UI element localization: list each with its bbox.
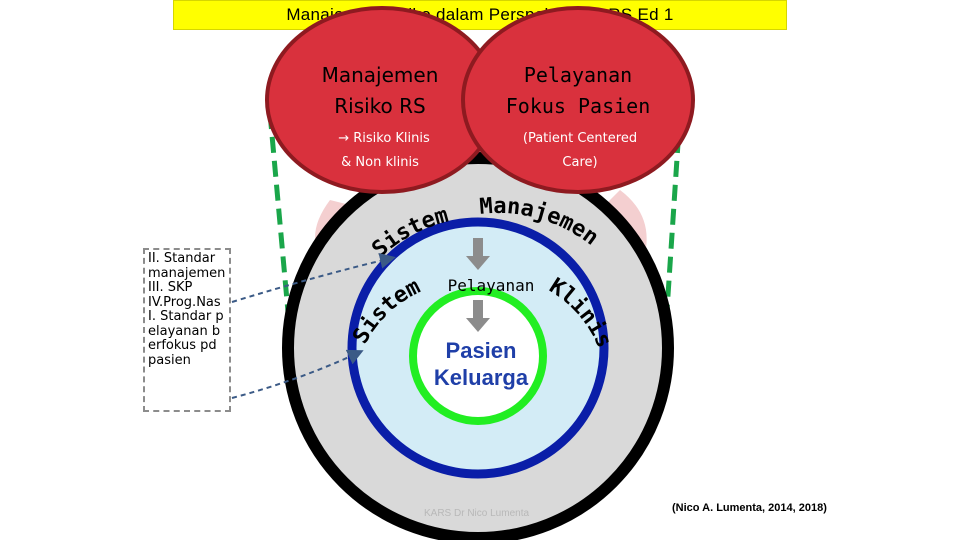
oval-right-line2: Fokus Pasien [506,94,651,118]
oval-pelayanan-fokus-pasien [461,6,695,194]
down-arrow-icon [466,238,490,270]
oval-left-line1: Manajemen [322,63,439,87]
oval-left-line2: Risiko RS [334,94,425,118]
standard-item: II. Standar manajemen [148,251,226,281]
standard-item: IV.Prog.Nas [148,294,221,310]
standard-item: III. SKP [148,280,193,295]
oval-right-line1: Pelayanan [524,63,632,87]
center-label-line1: Pasien [446,338,517,363]
down-arrow-icon [466,300,490,332]
middle-ring-label-top: Pelayanan [448,276,535,295]
inner-ring [409,287,547,425]
pointer-arrow-klinis [231,349,364,399]
standards-box: II. Standar manajemen III. SKP IV.Prog.N… [143,248,231,412]
oval-left-sub2: & Non klinis [341,155,419,170]
footer-note: KARS Dr Nico Lumenta [424,508,530,519]
citation: (Nico A. Lumenta, 2014, 2018) [672,502,827,514]
oval-left-sub1: → Risiko Klinis [338,131,430,146]
standard-item: I. Standar pelayanan berfokus pd pasien [148,309,224,368]
center-label-line2: Keluarga [434,365,529,390]
oval-right-sub2: Care) [562,155,597,170]
pointer-arrow-manajemen [231,252,396,303]
oval-right-sub1: (Patient Centered [523,131,637,146]
